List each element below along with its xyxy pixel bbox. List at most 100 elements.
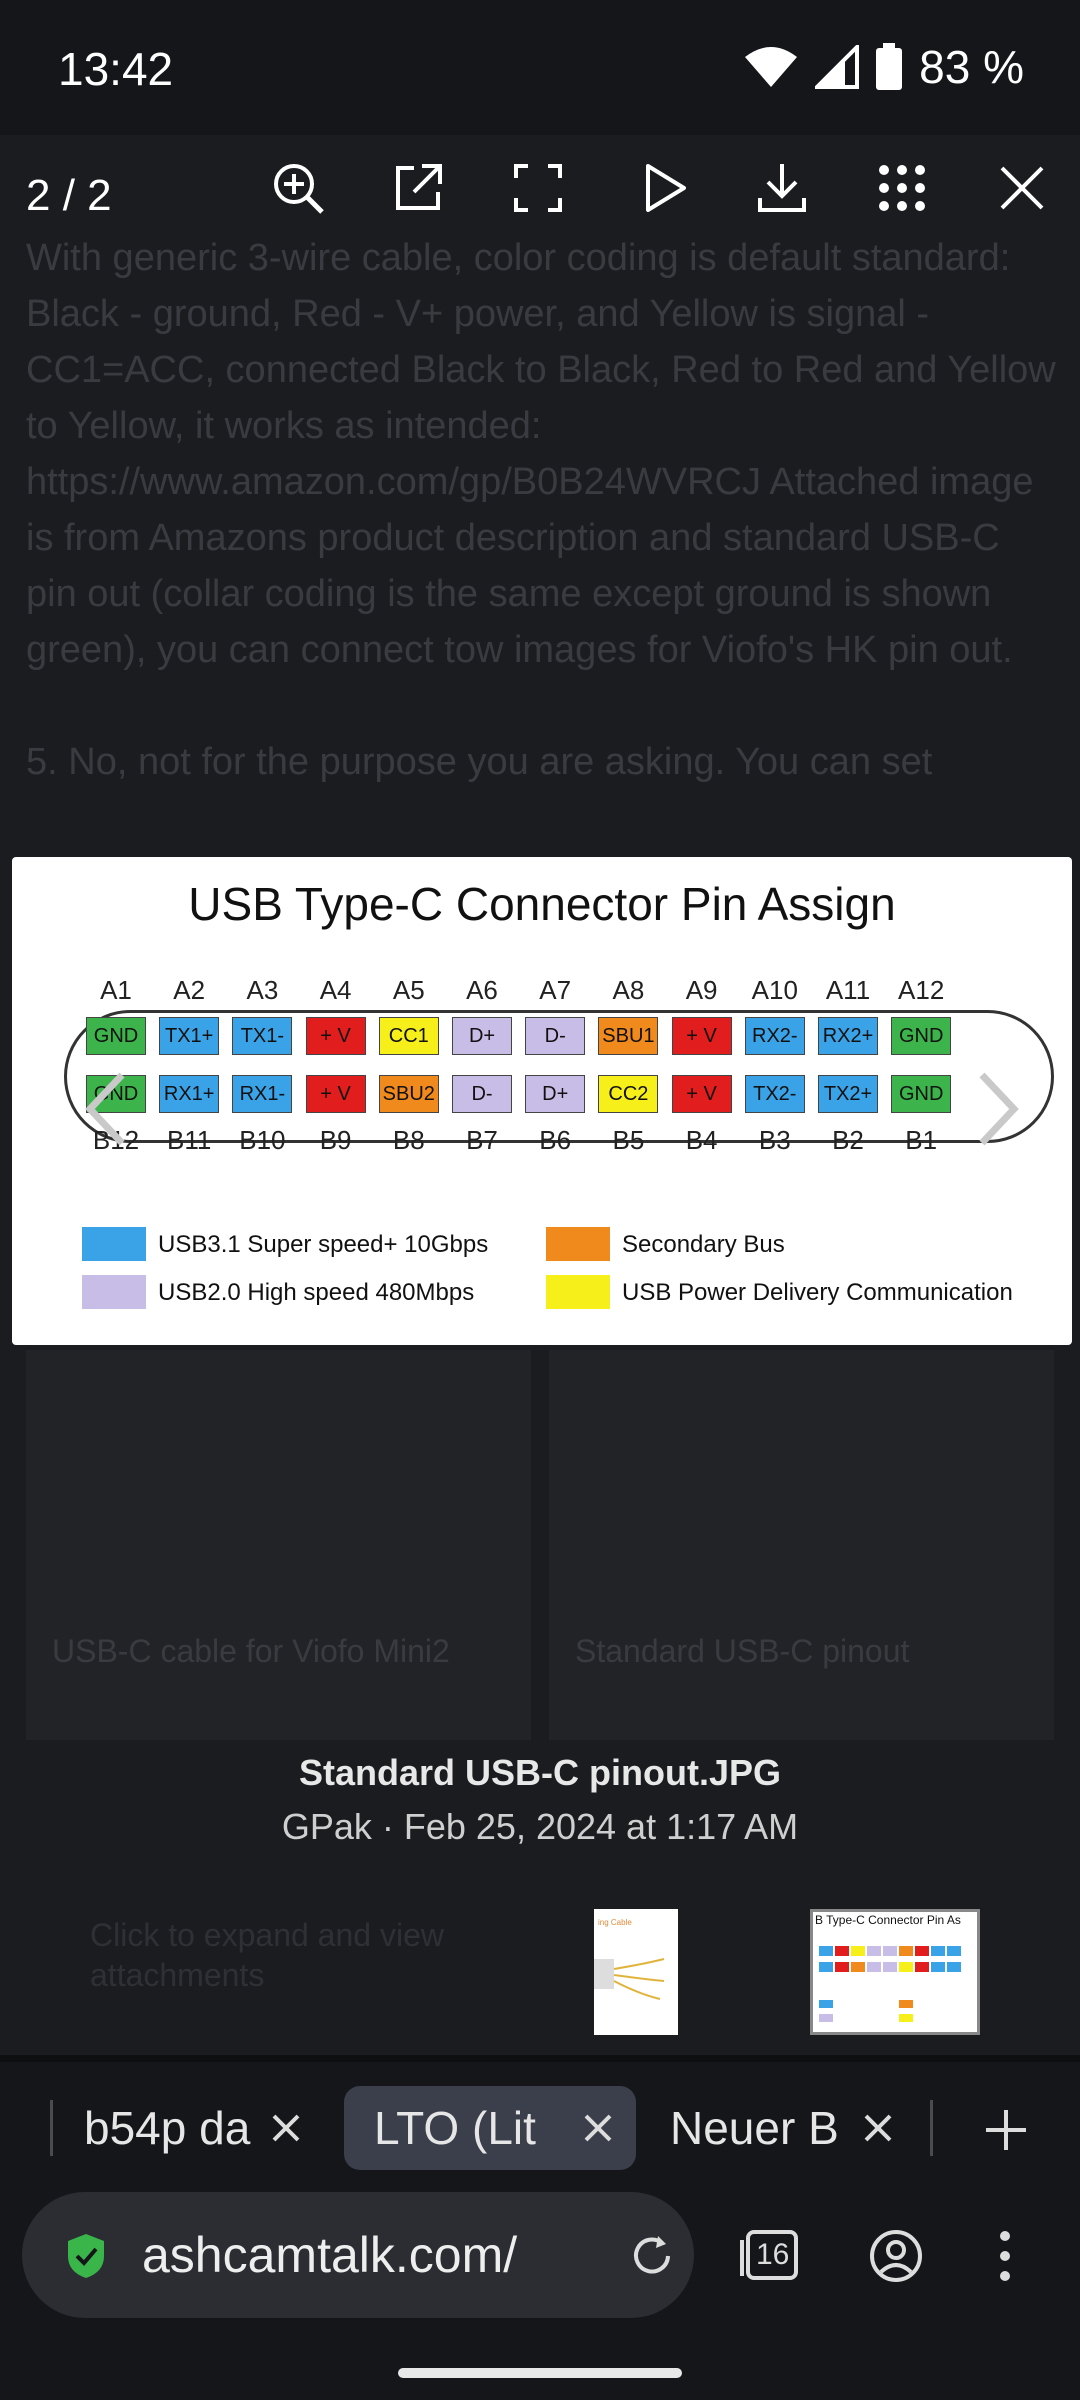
pin-a9: + V: [671, 1017, 732, 1055]
more-menu-icon[interactable]: [990, 2228, 1020, 2284]
battery-icon: [876, 43, 903, 90]
pin-a6: D+: [452, 1017, 512, 1055]
pin-label-a6: A6: [466, 975, 498, 1005]
pin-label-b5: B5: [612, 1125, 645, 1155]
pin-b4: + V: [671, 1075, 732, 1113]
pin-label-b6: B6: [539, 1125, 572, 1155]
zoom-in-icon[interactable]: [270, 160, 326, 216]
pin-label-a10: A10: [751, 975, 798, 1005]
slideshow-play-icon[interactable]: [636, 160, 692, 216]
pin-a4: + V: [305, 1017, 366, 1055]
background-attachment-2: Standard USB-C pinout: [549, 1350, 1054, 1740]
image-filename: Standard USB-C pinout.JPG: [298, 1752, 781, 1793]
background-paragraph: With generic 3-wire cable, color coding …: [26, 237, 1056, 783]
pin-label-a8: A8: [612, 975, 645, 1005]
pin-b11: RX1+: [159, 1075, 220, 1113]
pin-label-b4: B4: [685, 1125, 718, 1155]
pin-label-b7: B7: [466, 1125, 498, 1155]
gesture-home-bar[interactable]: [398, 2368, 682, 2378]
tab-b54p[interactable]: b54p da: [54, 2086, 324, 2170]
legend-swatch-pd: [546, 1275, 610, 1309]
background-footer: Click to expand and view attachments: [90, 1917, 444, 1993]
pin-a5: CC1: [378, 1017, 439, 1055]
pin-b8: SBU2: [378, 1075, 439, 1113]
grid-view-icon[interactable]: [874, 160, 930, 216]
tab-label: Neuer B: [670, 2102, 839, 2154]
close-tab-icon[interactable]: [266, 2108, 306, 2148]
tab-count: 16: [756, 2238, 790, 2271]
browser-toolbar: ashcamtalk.com/ 16: [0, 2192, 1080, 2400]
legend-pd: USB Power Delivery Communication: [622, 1279, 1013, 1306]
pin-label-a3: A3: [246, 975, 279, 1005]
tab-label: b54p da: [84, 2102, 251, 2154]
legend-usb31: USB3.1 Super speed+ 10Gbps: [158, 1231, 489, 1258]
pin-label-a2: A2: [173, 975, 206, 1005]
legend-swatch-secondary: [546, 1227, 610, 1261]
tab-neuer[interactable]: Neuer B: [640, 2086, 916, 2170]
url-text: ashcamtalk.com/: [142, 2227, 518, 2283]
tab-switcher-icon: [740, 2230, 798, 2280]
pin-b6: D+: [525, 1075, 586, 1113]
pin-a11: RX2+: [818, 1017, 878, 1055]
filmstrip-thumb-1[interactable]: ing Cable: [594, 1909, 678, 2035]
pin-b9: + V: [305, 1075, 366, 1113]
filmstrip-thumb-2[interactable]: B Type-C Connector Pin As: [810, 1909, 980, 2035]
pin-label-a12: A12: [898, 975, 945, 1005]
tab-switcher-button[interactable]: 16: [738, 2228, 800, 2282]
image-meta: GPak · Feb 25, 2024 at 1:17 AM: [281, 1806, 799, 1847]
tab-label: LTO (Lit: [374, 2102, 536, 2154]
image-counter: 2 / 2: [26, 171, 112, 220]
tab-divider: [930, 2100, 933, 2156]
pin-label-a7: A7: [539, 975, 572, 1005]
pin-b2: TX2+: [818, 1075, 878, 1113]
wifi-icon: [745, 47, 798, 87]
status-icons: 83 %: [743, 40, 1024, 94]
previous-image-icon[interactable]: [82, 1069, 132, 1149]
close-icon[interactable]: [994, 160, 1050, 216]
close-tab-icon[interactable]: [858, 2108, 898, 2148]
legend-secondary: Secondary Bus: [622, 1231, 785, 1258]
svg-text:B Type-C Connector Pin As: B Type-C Connector Pin As: [815, 1913, 961, 1927]
pin-label-b10: B10: [239, 1125, 286, 1155]
close-tab-icon[interactable]: [578, 2108, 618, 2148]
pin-a10: RX2-: [744, 1017, 805, 1055]
url-bar[interactable]: ashcamtalk.com/: [22, 2192, 694, 2318]
pin-b10: RX1-: [232, 1075, 293, 1113]
status-time: 13:42: [58, 43, 174, 95]
pin-label-a4: A4: [319, 975, 352, 1005]
pin-label-b3: B3: [758, 1125, 791, 1155]
legend-swatch-usb31: [82, 1227, 146, 1261]
pin-label-a11: A11: [825, 975, 871, 1005]
next-image-icon[interactable]: [972, 1069, 1022, 1149]
open-external-icon[interactable]: [390, 160, 446, 216]
pin-a7: D-: [525, 1017, 586, 1055]
status-bar: 13:42 83 %: [0, 0, 1080, 135]
legend-swatch-usb20: [82, 1275, 146, 1309]
pin-a3: TX1-: [232, 1017, 293, 1055]
pin-label-b11: B11: [167, 1125, 212, 1155]
pin-b3: TX2-: [744, 1075, 805, 1113]
tab-lto[interactable]: LTO (Lit: [344, 2086, 636, 2170]
background-attachment-1: USB-C cable for Viofo Mini2: [26, 1350, 531, 1740]
new-tab-icon[interactable]: [984, 2108, 1028, 2152]
pin-label-a5: A5: [392, 975, 425, 1005]
fullscreen-icon[interactable]: [510, 160, 566, 216]
pin-b7: D-: [452, 1075, 512, 1113]
pin-a2: TX1+: [159, 1017, 220, 1055]
pin-label-b9: B9: [319, 1125, 352, 1155]
image-title: USB Type-C Connector Pin Assign: [188, 878, 896, 930]
pin-label-b2: B2: [832, 1125, 864, 1155]
tab-divider: [50, 2100, 53, 2156]
reload-icon[interactable]: [628, 2232, 676, 2280]
pinout-image: USB Type-C Connector Pin Assign A1 A2 A3 A4…: [12, 857, 1072, 1345]
pin-label-a1: A1: [100, 975, 132, 1005]
account-icon[interactable]: [868, 2228, 924, 2284]
pin-b5: CC2: [598, 1075, 659, 1113]
secure-shield-icon[interactable]: [64, 2232, 108, 2280]
browser-tab-strip: b54p da LTO (Lit Neuer B: [0, 2062, 1080, 2192]
pin-label-b1: B1: [905, 1125, 938, 1155]
background-attachments: USB-C cable for Viofo Mini2 Standard USB…: [26, 1350, 1054, 1740]
legend-usb20: USB2.0 High speed 480Mbps: [158, 1279, 475, 1306]
pin-a12: GND: [891, 1017, 952, 1055]
download-icon[interactable]: [754, 160, 810, 216]
